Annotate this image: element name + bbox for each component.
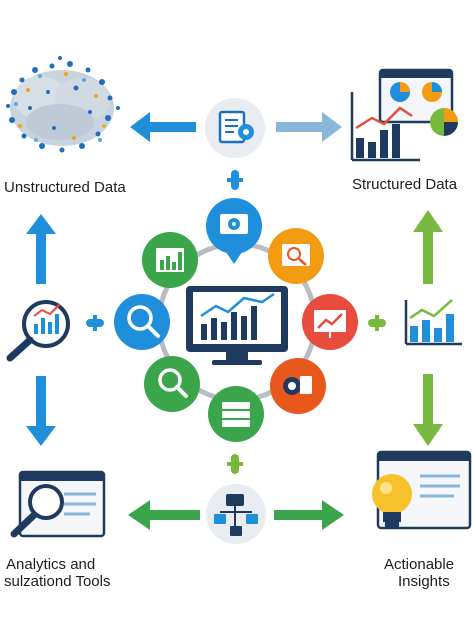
label-analytics-line1: Analytics and — [6, 556, 95, 573]
arrow-to-unstructured — [130, 112, 196, 142]
arrow-to-structured — [276, 112, 342, 142]
magnifier-chart-icon — [6, 300, 70, 362]
analytics-window-icon — [10, 470, 106, 538]
arrow-down-right — [413, 374, 443, 446]
label-actionable-line2: Insights — [398, 573, 450, 590]
ring-node-gear-monitor — [206, 198, 262, 264]
ring-node-image-search — [268, 228, 324, 284]
arrow-up-right — [413, 210, 443, 284]
connector-left — [86, 315, 104, 331]
arrow-up-left — [26, 214, 56, 284]
label-unstructured-data: Unstructured Data — [4, 179, 126, 196]
label-actionable-line1: Actionable — [384, 556, 454, 573]
ring-node-server — [208, 386, 264, 442]
label-analytics-line2: sulzationd Tools — [4, 573, 110, 590]
ring-node-line-chart — [142, 232, 198, 288]
lightbulb-insights-icon — [372, 450, 472, 530]
network-flow-hub-icon — [206, 484, 266, 544]
unstructured-data-cloud-icon — [6, 56, 120, 153]
arrow-to-analytics — [128, 500, 200, 530]
arrow-to-insights — [274, 500, 344, 530]
monitor-chart-icon — [186, 286, 288, 365]
ring-node-gear-document — [270, 358, 326, 414]
structured-data-dashboard-icon — [350, 68, 458, 162]
label-structured-data: Structured Data — [352, 176, 458, 193]
arrow-down-left — [26, 376, 56, 446]
connector-bottom — [227, 454, 243, 474]
ring-node-search — [114, 294, 170, 350]
document-gear-hub-icon — [205, 98, 265, 158]
ring-node-magnifier — [144, 356, 200, 412]
ring-node-presentation-chart — [302, 294, 358, 350]
bar-chart-icon — [404, 299, 462, 346]
connector-right — [368, 315, 386, 331]
connector-top — [227, 170, 243, 190]
